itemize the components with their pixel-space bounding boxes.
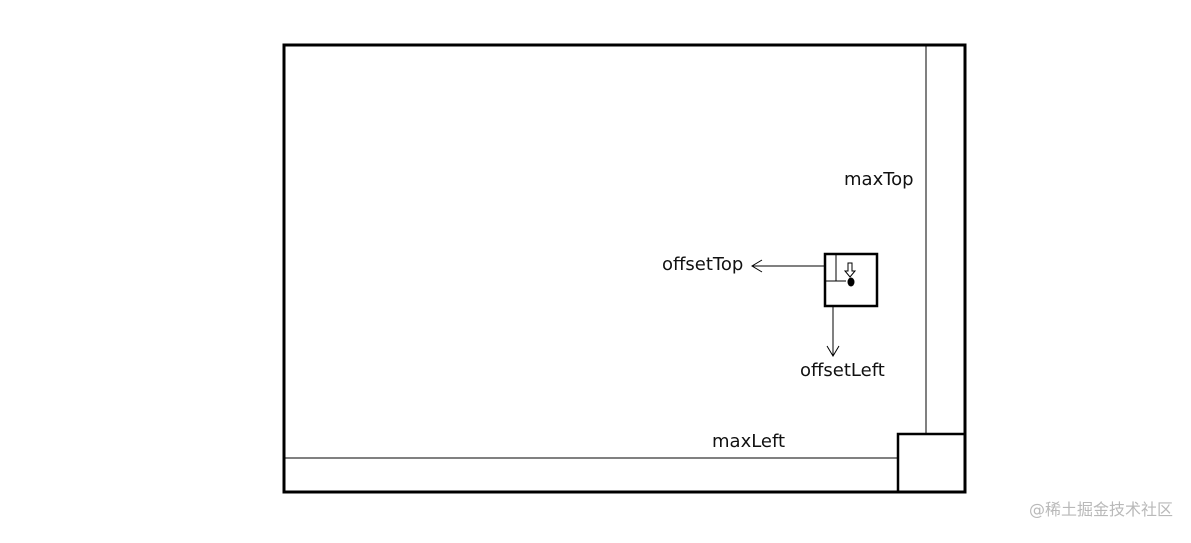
- offsetleft-arrow: [826, 306, 840, 357]
- maxleft-label: maxLeft: [712, 431, 786, 452]
- mouse-cursor-icon: [843, 262, 857, 287]
- offsettop-label: offsetTop: [662, 254, 744, 275]
- maxtop-label: maxTop: [844, 169, 914, 190]
- offsettop-arrow: [751, 259, 825, 273]
- offsetleft-label: offsetLeft: [800, 360, 885, 381]
- watermark-text: @稀土掘金技术社区: [1028, 500, 1173, 519]
- outer-container-box: [282, 43, 967, 494]
- corner-square: [896, 432, 967, 494]
- draggable-box: [823, 252, 879, 308]
